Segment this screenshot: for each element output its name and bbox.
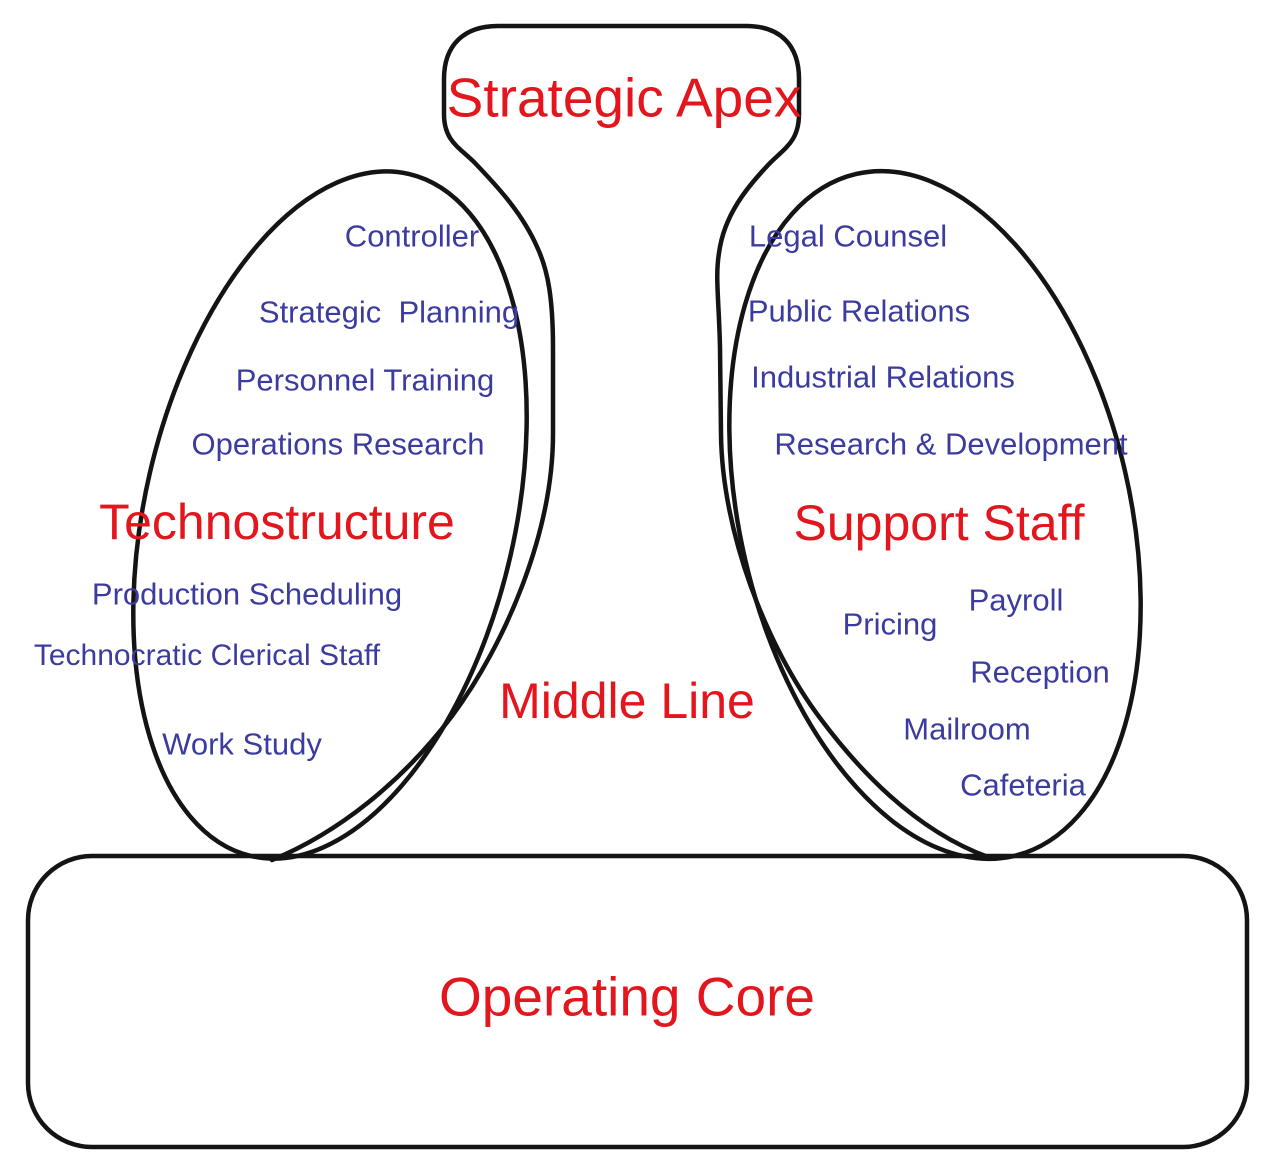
label-cafeteria: Cafeteria xyxy=(960,767,1086,803)
label-operations-research: Operations Research xyxy=(191,426,485,462)
label-public-relations: Public Relations xyxy=(747,293,971,329)
middle-line-label: Middle Line xyxy=(499,673,755,729)
label-personnel-training: Personnel Training xyxy=(235,362,495,398)
label-pricing: Pricing xyxy=(842,606,938,642)
strategic-apex-label: Strategic Apex xyxy=(446,66,802,129)
support-staff-ellipse xyxy=(727,168,1143,862)
technostructure-ellipse xyxy=(131,169,529,861)
label-controller: Controller xyxy=(344,218,480,254)
label-production-scheduling: Production Scheduling xyxy=(91,576,403,612)
label-payroll: Payroll xyxy=(968,582,1064,618)
operating-core-label: Operating Core xyxy=(438,965,816,1028)
label-mailroom: Mailroom xyxy=(903,711,1031,747)
support-staff-label: Support Staff xyxy=(793,495,1085,551)
technostructure-label: Technostructure xyxy=(99,494,455,550)
label-industrial-relations: Industrial Relations xyxy=(751,359,1015,395)
label-technocratic-clerical-staff: Technocratic Clerical Staff xyxy=(33,639,381,672)
label-work-study: Work Study xyxy=(162,726,322,762)
label-legal-counsel: Legal Counsel xyxy=(748,218,948,254)
label-reception: Reception xyxy=(970,654,1110,690)
label-strategic-planning: Strategic Planning xyxy=(258,294,520,330)
operating-core-box xyxy=(25,853,1250,1150)
apex-trunk-outline xyxy=(269,23,991,863)
label-research-and-development: Research & Development xyxy=(774,426,1128,462)
